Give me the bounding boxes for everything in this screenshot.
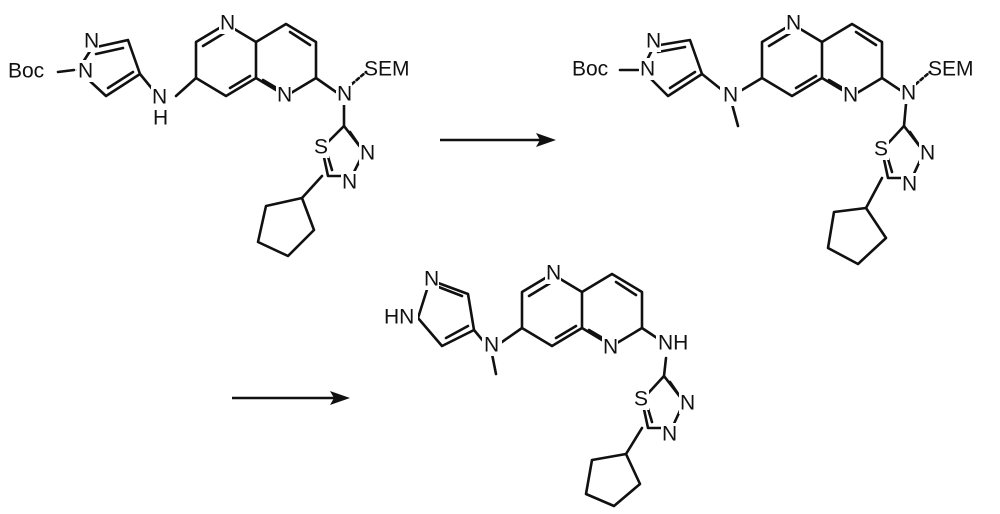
amine-h-label: H bbox=[153, 107, 168, 130]
thiadiazole-n3-label-3: N bbox=[680, 392, 695, 415]
thiadiazole-s-label-3: S bbox=[634, 388, 648, 411]
thiadiazole-s-label: S bbox=[314, 136, 328, 159]
reaction-arrow-1 bbox=[440, 133, 556, 147]
pyrazole-hn-label: HN bbox=[384, 306, 414, 329]
pyrazole-n2-label-2: N bbox=[646, 30, 661, 53]
amine-nh-label: NH bbox=[658, 332, 688, 355]
thiadiazole-n3-label-2: N bbox=[920, 142, 935, 165]
pyrazole-n1-label: N bbox=[78, 60, 93, 83]
naphthyridine-n1-label-3: N bbox=[603, 336, 618, 359]
boc-label: Boc bbox=[8, 60, 44, 83]
methylamine-n-label-3: N bbox=[484, 334, 499, 357]
pyrazole-n1-label-2: N bbox=[640, 58, 655, 81]
pyrazole-n2-label: N bbox=[84, 30, 99, 53]
sem-label-2: SEM bbox=[928, 58, 974, 81]
thiadiazole-n4-label: N bbox=[342, 171, 357, 194]
pyrazole-n2-label-3: N bbox=[424, 268, 439, 291]
naphthyridine-n1-label-2: N bbox=[843, 84, 858, 107]
naphthyridine-n5-label: N bbox=[220, 12, 235, 35]
boc-label-2: Boc bbox=[572, 58, 608, 81]
reaction-arrow-2 bbox=[232, 391, 350, 405]
thiadiazole-n3-label: N bbox=[360, 142, 375, 165]
naphthyridine-n1-label: N bbox=[277, 84, 292, 107]
amine-n-label: N bbox=[152, 86, 167, 109]
thiadiazole-n4-label-3: N bbox=[662, 423, 677, 446]
naphthyridine-n5-label-2: N bbox=[786, 12, 801, 35]
intermediate-labels: Boc N N N N N N SEM S N N bbox=[572, 12, 974, 196]
sem-label: SEM bbox=[364, 58, 410, 81]
sem-n-label: N bbox=[337, 83, 352, 106]
thiadiazole-n4-label-2: N bbox=[902, 173, 917, 196]
methylamine-n-label: N bbox=[723, 84, 738, 107]
sem-n-label-2: N bbox=[901, 82, 916, 105]
thiadiazole-s-label-2: S bbox=[874, 138, 888, 161]
naphthyridine-n5-label-3: N bbox=[546, 262, 561, 285]
starting-material-labels: Boc N N N H N N N SEM S N N bbox=[8, 12, 410, 194]
